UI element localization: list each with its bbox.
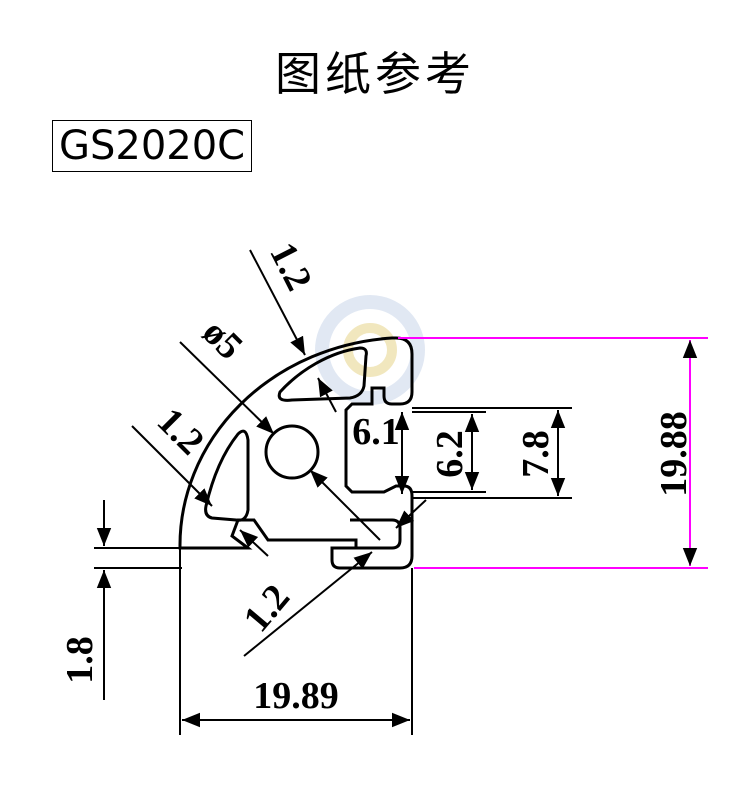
dimension-bore-label: ø5 [194,311,251,368]
dimension-bore [179,341,381,541]
dimension-slot-opening-label: 6.1 [352,411,400,453]
dimension-height-label: 19.88 [653,411,695,497]
bottom-slot [350,518,402,550]
dimension-base-thickness [94,500,182,700]
profile-outline [178,336,414,570]
dimension-slot-inner [412,411,486,493]
model-label: GS2020C [52,120,253,172]
dimension-slot-inner-label: 6.2 [429,430,471,478]
dimension-width-label: 19.89 [253,675,339,717]
page-title: 图纸参考 [275,47,475,101]
dimension-wall-bottom [243,499,427,657]
left-cavity [204,429,250,522]
dimension-base-thickness-label: 1.8 [59,636,101,684]
dimension-height [398,337,708,569]
dimension-wall-bottom-label: 1.2 [235,577,298,640]
dimension-slot-depth [412,407,572,499]
dimension-slot-depth-label: 7.8 [515,430,557,478]
dimension-width [179,548,413,735]
watermark-logo [315,295,425,405]
dimension-wall-left [131,425,269,557]
center-bore [264,424,320,480]
profile-cavities [204,346,402,550]
top-cavity [277,346,368,402]
dimension-wall-top [249,249,337,413]
